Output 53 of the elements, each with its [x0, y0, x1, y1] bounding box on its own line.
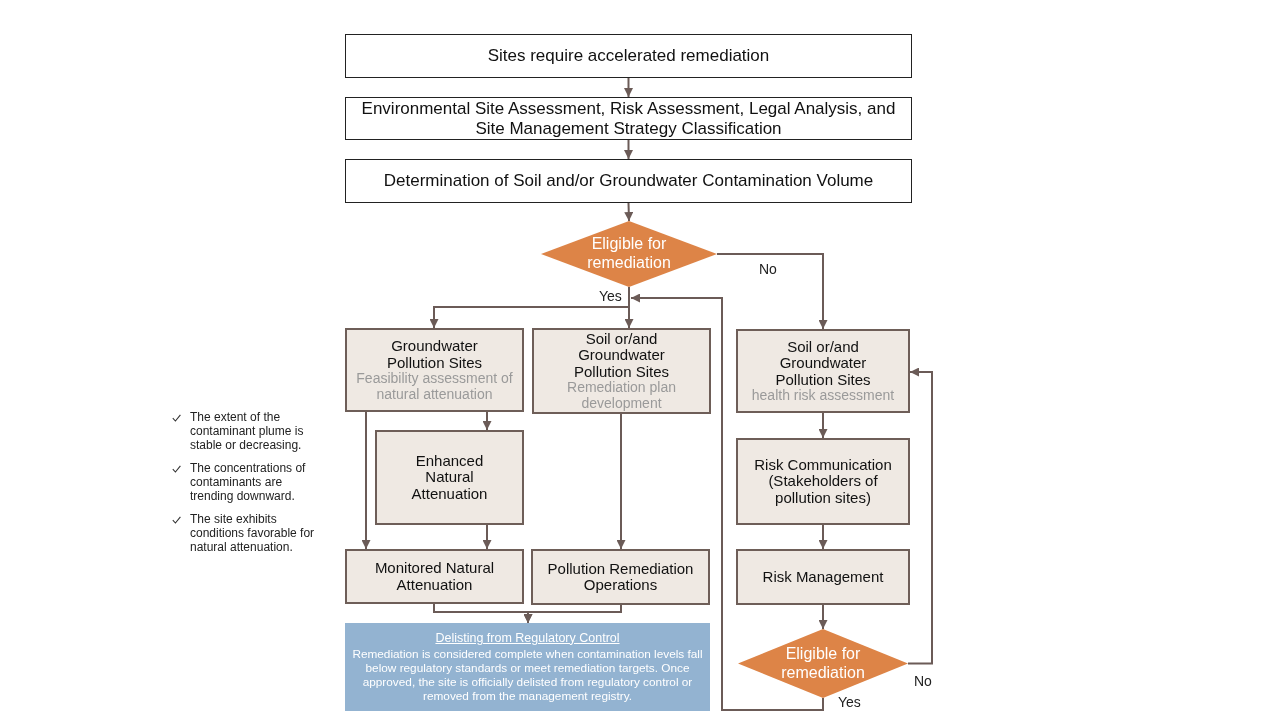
flow-arrow: [482, 524, 492, 550]
step-title: Sites require accelerated remediation: [487, 46, 770, 66]
flow-arrow: [482, 411, 492, 431]
edge-label: Yes: [836, 694, 863, 710]
decision-diamond: [738, 629, 908, 698]
process-box: [736, 549, 910, 605]
flow-arrow: [624, 139, 633, 160]
process-box: [531, 549, 710, 605]
process-box: [345, 34, 912, 78]
process-box: [736, 438, 910, 525]
flow-arrow: [624, 202, 634, 222]
flow-arrow: [624, 286, 634, 329]
step-title: Monitored Natural Attenuation: [373, 560, 496, 593]
process-box: [375, 430, 524, 525]
step-title: Determination of Soil and/or Groundwater Contamination Volume: [383, 171, 874, 191]
checklist-text: The concentrations of contaminants are trending downward.: [190, 461, 307, 503]
note-heading: Delisting from Regulatory Control: [435, 630, 620, 647]
step-title: Soil or/and Groundwater Pollution Sites: [774, 338, 872, 389]
flow-arrow: [616, 413, 626, 550]
step-title: Pollution Remediation Operations: [547, 560, 694, 594]
flow-arrow: [523, 604, 622, 624]
edge-label: No: [757, 261, 779, 277]
step-title: Enhanced Natural Attenuation: [410, 452, 489, 503]
note-panel: [345, 623, 710, 711]
flow-arrow: [624, 77, 633, 98]
process-box: [345, 159, 912, 203]
flow-arrow: [716, 253, 828, 330]
process-box: [345, 549, 524, 604]
step-description: Feasibility assessment of natural attenuation: [355, 371, 514, 402]
edge-label: No: [912, 673, 934, 689]
step-title: Environmental Site Assessment, Risk Assessment, Legal Analysis, and Site Management Strategy Classification: [360, 98, 897, 139]
flow-arrow: [818, 524, 828, 550]
step-title: Risk Communication (Stakeholders of pollution sites): [753, 456, 893, 507]
step-title: Risk Management: [762, 568, 884, 586]
flow-arrow: [361, 411, 371, 550]
flow-arrow: [818, 604, 828, 630]
flow-arrow: [630, 293, 824, 711]
checklist-text: The extent of the contaminant plume is stable or decreasing.: [190, 410, 305, 452]
step-title: Soil or/and Groundwater Pollution Sites: [572, 330, 671, 381]
flow-arrow: [818, 412, 828, 439]
decision-diamond: [541, 221, 717, 287]
note-body: Remediation is considered complete when contamination levels fall below regulatory standards or meet remediation targets. Once approved, the site is officially delisted from regulatory control or removed from the management registry.: [351, 646, 704, 704]
step-description: Remediation plan development: [566, 380, 677, 412]
process-box: [532, 328, 711, 414]
checklist-text: The site exhibits conditions favorable for natural attenuation.: [190, 512, 316, 554]
step-title: Groundwater Pollution Sites: [385, 338, 484, 372]
process-box: [345, 328, 524, 412]
process-box: [736, 329, 910, 413]
decision-label: Eligible for remediation: [586, 235, 672, 273]
step-description: health risk assessment: [751, 388, 895, 404]
flow-arrow: [907, 367, 933, 665]
edge-label: Yes: [597, 288, 624, 304]
decision-label: Eligible for remediation: [780, 644, 866, 683]
